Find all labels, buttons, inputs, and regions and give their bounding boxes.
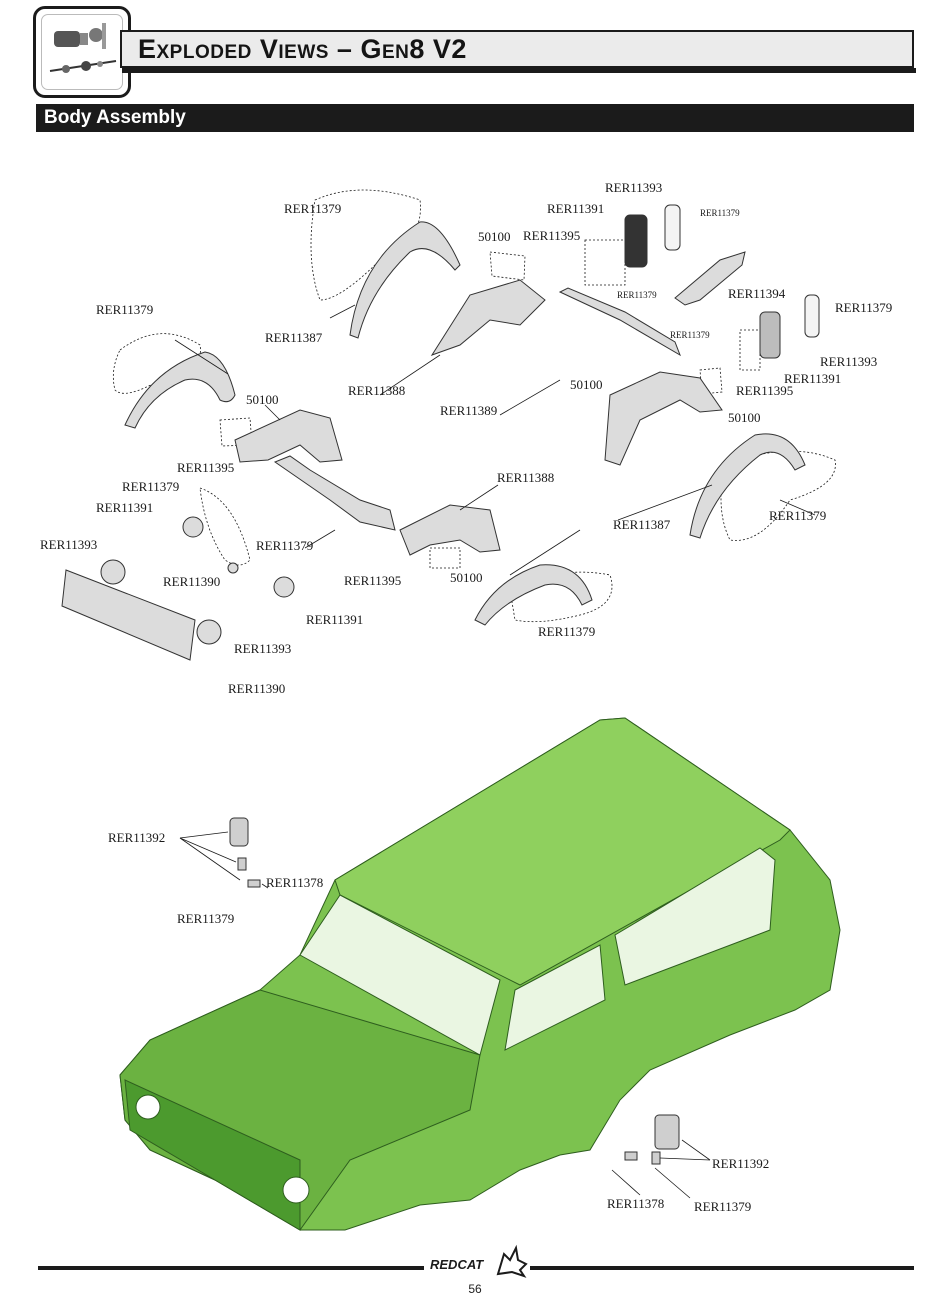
mirror-right xyxy=(654,1114,680,1150)
label-rer11379-top-small2: RER11379 xyxy=(617,290,657,300)
label-rer11379-bottomfender: RER11379 xyxy=(538,624,595,639)
label-50100-left: 50100 xyxy=(246,392,279,407)
label-rer11379-topleft: RER11379 xyxy=(284,201,341,216)
label-rer11379-center: RER11379 xyxy=(256,538,313,553)
label-50100-bottom: 50100 xyxy=(450,570,483,585)
mirror-left xyxy=(229,817,249,847)
label-rer11379-right-small: RER11379 xyxy=(670,330,710,340)
exploded-diagram: RER11393 RER11391 RER11379 RER11395 RER1… xyxy=(40,180,892,1231)
footer-rule-left xyxy=(38,1266,424,1270)
grille xyxy=(61,569,196,661)
label-rer11395-right: RER11395 xyxy=(736,383,793,398)
label-rer11391-center: RER11391 xyxy=(306,612,363,627)
label-rer11392-left: RER11392 xyxy=(108,830,165,845)
label-rer11388-right: RER11388 xyxy=(497,470,554,485)
label-rer11391-left: RER11391 xyxy=(96,500,153,515)
headlight-left xyxy=(100,559,126,585)
label-rer11393-bottom: RER11393 xyxy=(234,641,291,656)
section-bar: Body Assembly xyxy=(36,104,914,132)
footer-rule-right xyxy=(530,1266,914,1270)
label-rer11379-left: RER11379 xyxy=(96,302,153,317)
label-rer11393-left: RER11393 xyxy=(40,537,97,552)
section-title: Body Assembly xyxy=(44,107,186,128)
label-rer11379-top-small: RER11379 xyxy=(700,208,740,218)
label-rer11395-center: RER11395 xyxy=(344,573,401,588)
label-rer11393-top: RER11393 xyxy=(605,180,662,195)
label-rer11393-right: RER11393 xyxy=(820,354,877,369)
body-shell xyxy=(119,717,841,1231)
label-rer11379-mirror-right: RER11379 xyxy=(694,1199,751,1214)
label-rer11391-top: RER11391 xyxy=(547,201,604,216)
header-shadow xyxy=(122,68,916,73)
headlight-right xyxy=(196,619,222,645)
label-rer11390-left: RER11390 xyxy=(163,574,220,589)
label-rer11395-top: RER11395 xyxy=(523,228,580,243)
label-50100-right: 50100 xyxy=(728,410,761,425)
label-rer11388-left: RER11388 xyxy=(348,383,405,398)
label-rer11392-right: RER11392 xyxy=(712,1156,769,1171)
brand-logo: REDCAT xyxy=(430,1257,484,1272)
label-rer11390-bottom: RER11390 xyxy=(228,681,285,696)
label-rer11395-left: RER11395 xyxy=(177,460,234,475)
label-rer11379-rightfender: RER11379 xyxy=(769,508,826,523)
label-rer11389: RER11389 xyxy=(440,403,497,418)
label-rer11379-mirror-left: RER11379 xyxy=(177,911,234,926)
front-left-fender xyxy=(124,351,236,429)
label-50100-top: 50100 xyxy=(478,229,511,244)
label-rer11387-right: RER11387 xyxy=(613,517,671,532)
label-rer11379-right: RER11379 xyxy=(835,300,892,315)
label-50100-mid: 50100 xyxy=(570,377,603,392)
label-rer11378-right: RER11378 xyxy=(607,1196,664,1211)
label-rer11378-left: RER11378 xyxy=(266,875,323,890)
motor-thumbnail-icon xyxy=(49,23,117,73)
page-number: 56 xyxy=(468,1282,482,1296)
header-bar xyxy=(120,30,914,68)
cat-logo-icon xyxy=(496,1244,528,1278)
label-rer11387-left: RER11387 xyxy=(265,330,323,345)
label-rer11391-right: RER11391 xyxy=(784,371,841,386)
page-title: Exploded Views – Gen8 V2 xyxy=(138,34,467,64)
label-rer11394: RER11394 xyxy=(728,286,786,301)
header-thumbnail xyxy=(33,6,131,98)
label-rer11379-left2: RER11379 xyxy=(122,479,179,494)
